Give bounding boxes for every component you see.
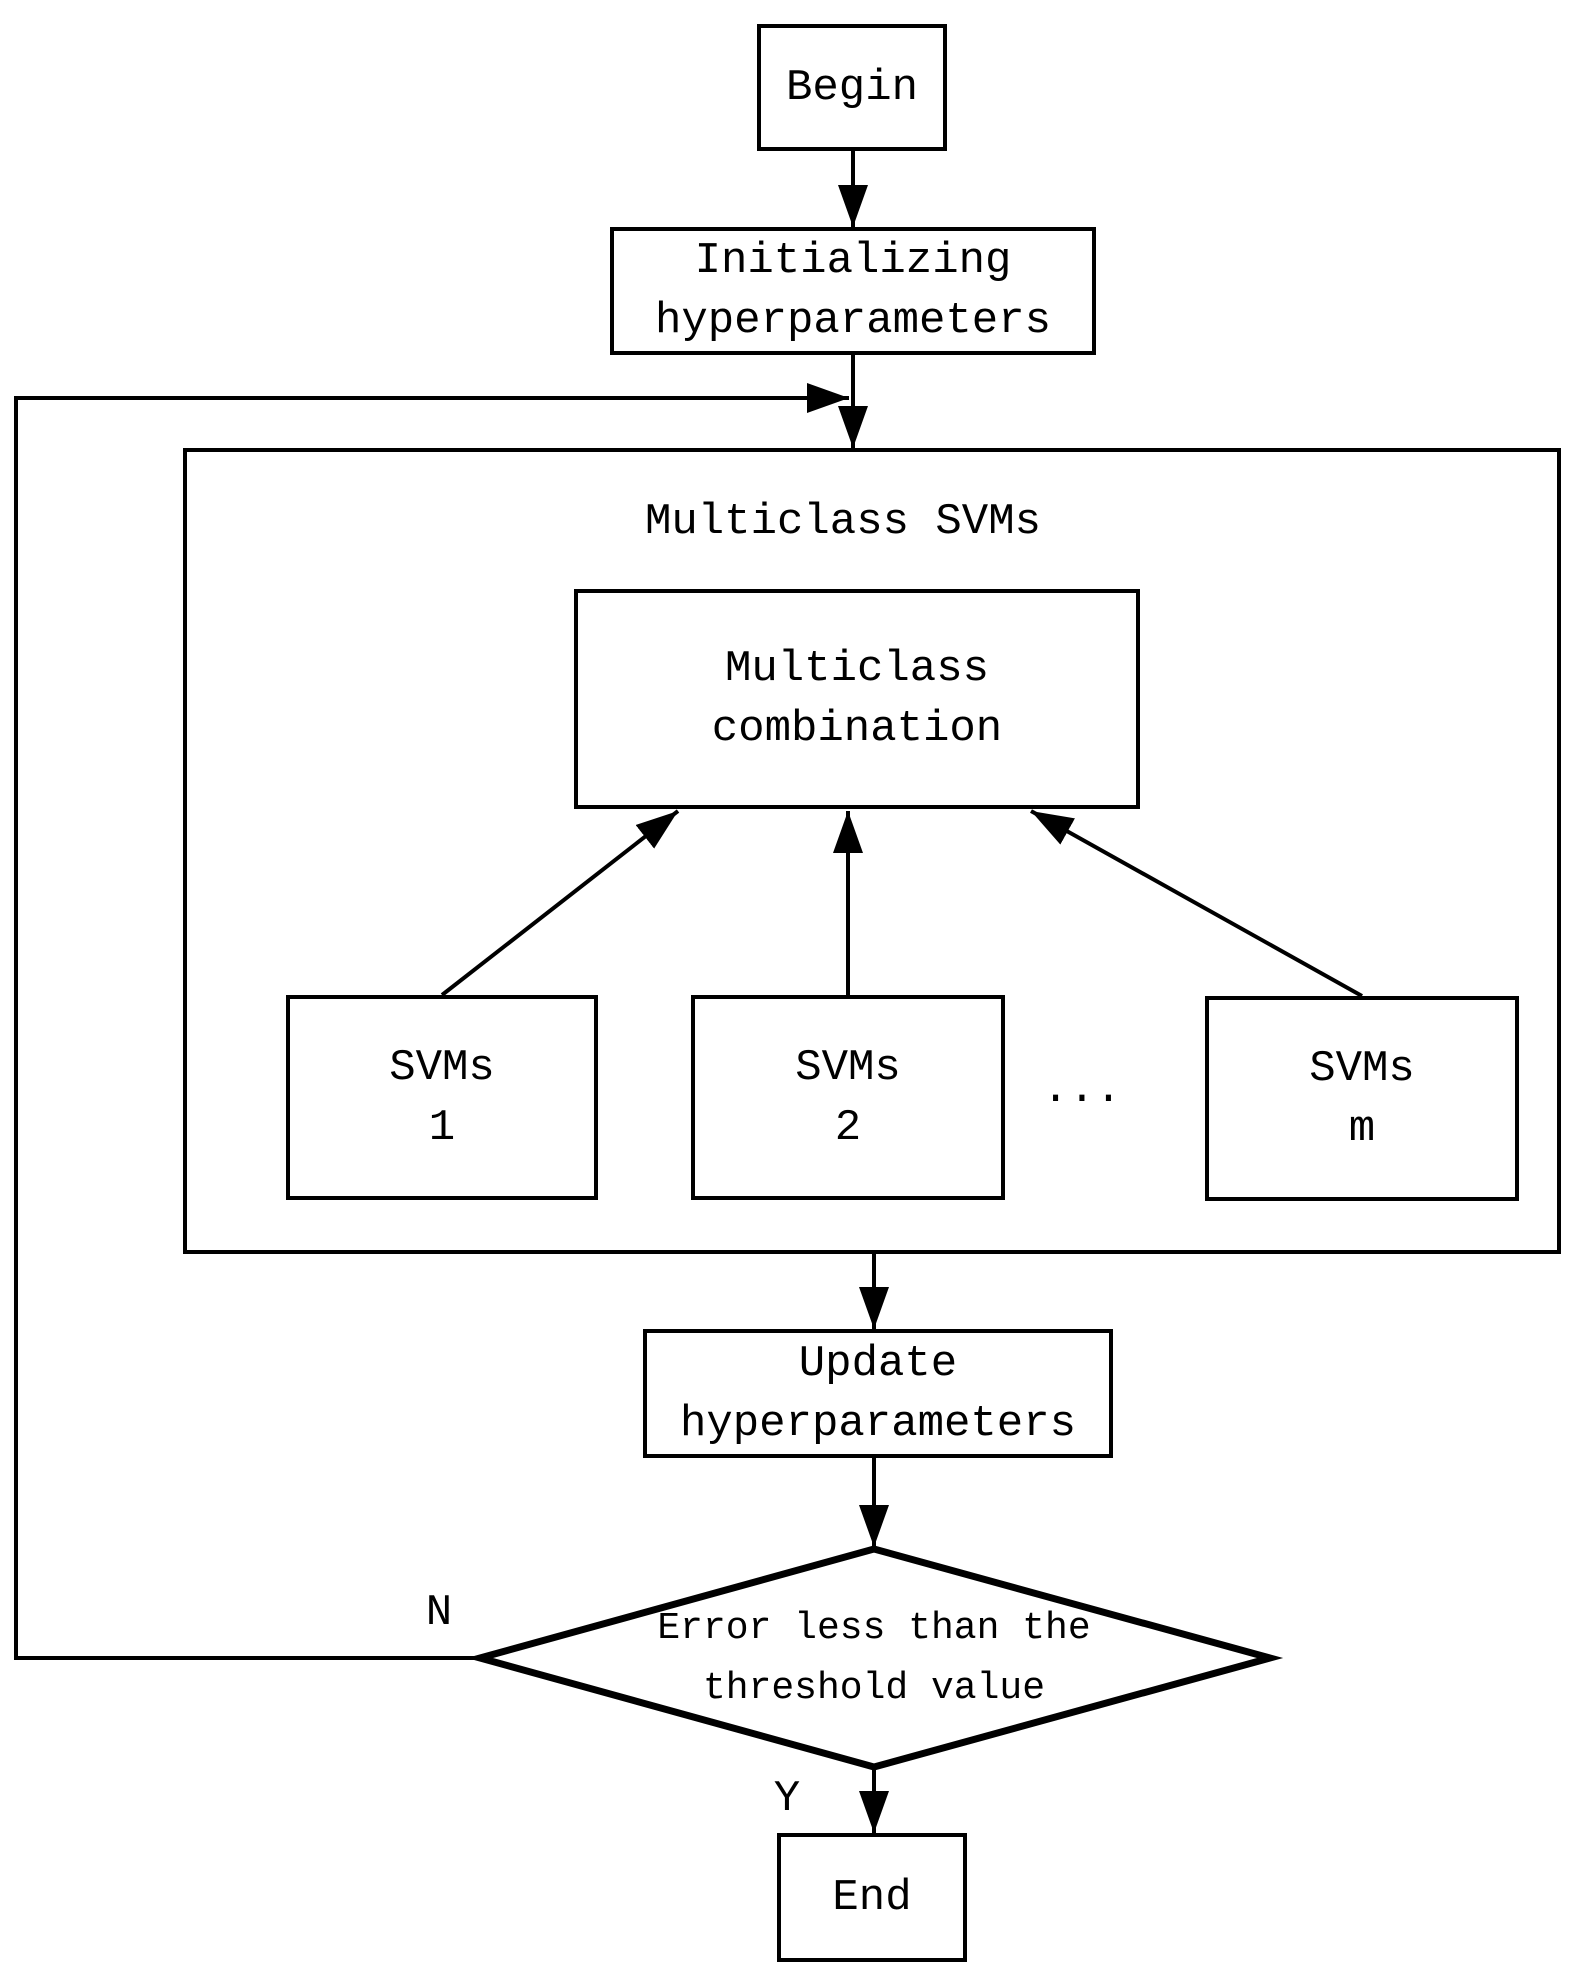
group-title-text: Multiclass SVMs — [644, 497, 1042, 547]
multiclass-combination-node: Multiclass combination — [574, 589, 1140, 809]
init-hyperparameters-node: Initializing hyperparameters — [610, 227, 1096, 355]
multiclass-combination-label: Multiclass combination — [711, 644, 1003, 754]
multiclass-svms-group — [183, 448, 1561, 1254]
decision-diamond — [466, 1545, 1284, 1771]
decision-label: Error less than the threshold value — [657, 1607, 1091, 1710]
arrow-svm1-to-combination — [440, 809, 680, 997]
end-node: End — [777, 1833, 967, 1962]
svm-1-node: SVMs 1 — [286, 995, 598, 1200]
svm-m-node: SVMs m — [1205, 996, 1519, 1201]
branch-label-yes: Y — [760, 1772, 814, 1826]
svm-ellipsis: ... — [1032, 1062, 1132, 1118]
multiclass-svms-group-title: Multiclass SVMs — [183, 490, 1503, 554]
svm-1-label: SVMs 1 — [389, 1042, 495, 1153]
svm-m-label: SVMs m — [1309, 1043, 1415, 1154]
arrow-svmm-to-combination — [1030, 809, 1363, 998]
update-hyperparameters-label: Update hyperparameters — [679, 1338, 1077, 1449]
branch-label-no: N — [412, 1586, 466, 1640]
update-hyperparameters-node: Update hyperparameters — [643, 1329, 1113, 1458]
svm-ellipsis-text: ... — [1042, 1065, 1122, 1115]
svm-2-label: SVMs 2 — [795, 1042, 901, 1153]
branch-label-no-text: N — [425, 1588, 453, 1638]
begin-node: Begin — [757, 24, 947, 151]
svm-2-node: SVMs 2 — [691, 995, 1005, 1200]
loop-back-connector — [14, 383, 849, 1660]
init-hyperparameters-label: Initializing hyperparameters — [654, 236, 1052, 346]
begin-label: Begin — [785, 62, 919, 113]
end-label: End — [832, 1872, 912, 1923]
decision-label-container: Error less than the threshold value — [574, 1572, 1174, 1746]
branch-label-yes-text: Y — [773, 1774, 801, 1824]
